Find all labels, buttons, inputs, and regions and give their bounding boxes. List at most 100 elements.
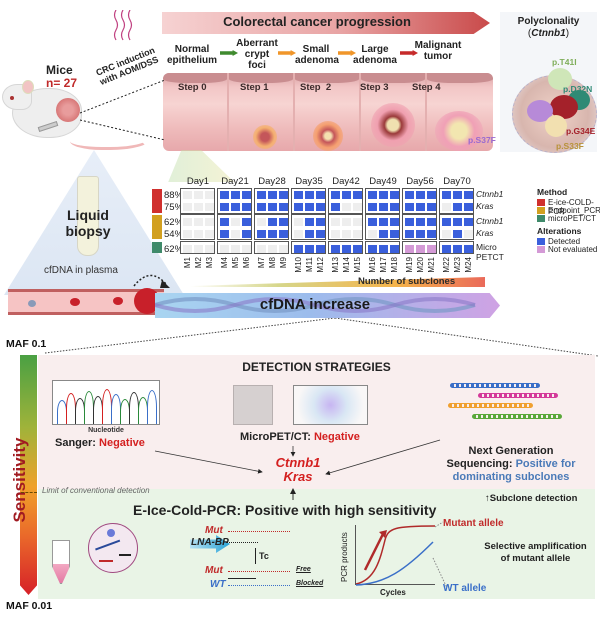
day-label: Day28 <box>258 176 286 187</box>
cell-empty <box>268 245 277 253</box>
mouse-id-label: M10 <box>294 257 303 273</box>
cell-empty <box>331 230 340 238</box>
cell-empty <box>242 245 251 253</box>
cell-detected <box>390 245 399 253</box>
mouse-id-label: M14 <box>342 257 351 273</box>
sensitivity-gradient-bar <box>20 355 37 595</box>
wt-strand <box>228 583 290 586</box>
detection-percent: 75% <box>164 202 184 213</box>
clone-s33f <box>545 115 567 137</box>
cell-detected <box>220 203 229 211</box>
method-swatch-endpoint <box>152 215 162 239</box>
cell-detected <box>294 245 303 253</box>
sensitivity-label: Sensitivity <box>10 437 29 523</box>
cell-detected <box>464 191 473 199</box>
cell-empty <box>205 230 214 238</box>
cell-empty <box>442 203 451 211</box>
legend-alteration-swatch <box>537 246 545 253</box>
selective-line-2: of mutant allele <box>500 553 571 564</box>
mouse-id-label: M2 <box>194 257 203 269</box>
mut-label-2: Mut <box>205 565 223 576</box>
target-gene-ctnnb1: Ctnnb1 <box>275 455 321 470</box>
mouse-id-label: M6 <box>242 257 251 269</box>
step-2-label: Step 2 <box>300 82 332 93</box>
clone-t41i <box>548 68 572 90</box>
cell-detected <box>379 203 388 211</box>
stage-arrow-1 <box>220 50 238 56</box>
detection-percent: 88% <box>164 190 184 201</box>
cell-detected <box>242 203 251 211</box>
zoom-dotted-lines <box>80 79 166 141</box>
stage-large-adenoma: Large adenoma <box>353 44 397 66</box>
cell-empty <box>279 245 288 253</box>
cell-detected <box>390 191 399 199</box>
cell-detected <box>220 218 229 226</box>
mouse-id-label: M12 <box>316 257 325 273</box>
cell-detected <box>379 230 388 238</box>
cell-empty <box>257 218 266 226</box>
cell-detected <box>368 203 377 211</box>
cell-empty <box>294 218 303 226</box>
cell-empty <box>183 218 192 226</box>
mutation-s37f: p.S37F <box>468 135 496 145</box>
detection-percent: 54% <box>164 229 184 240</box>
step-1-label: Step 1 <box>240 82 269 93</box>
polyclonality-gene: Ctnnb1 <box>531 28 566 39</box>
stage-small-adenoma: Small adenoma <box>295 44 339 66</box>
legend-alteration-label: Not evaluated <box>548 245 598 254</box>
stage-aberrant: Aberrant crypt foci <box>236 38 278 71</box>
mutation-t41i: p.T41I <box>552 57 577 67</box>
process-arrow-icon <box>190 535 230 553</box>
cell-not-evaluated <box>405 245 414 253</box>
selective-line-1: Selective amplification <box>484 541 587 552</box>
method-swatch-ice-cold <box>152 189 162 213</box>
cell-empty <box>194 191 203 199</box>
cell-detected <box>279 203 288 211</box>
micropet-image <box>293 385 368 425</box>
cell-detected <box>257 203 266 211</box>
day-label: Day21 <box>221 176 249 187</box>
mutant-curve <box>355 525 436 585</box>
cell-detected <box>257 191 266 199</box>
ngs-result-1: Positive for <box>515 458 576 470</box>
cell-empty <box>353 218 362 226</box>
polyclonality-gene-wrap: (Ctnnb1) <box>527 28 570 39</box>
cell-detected <box>316 230 325 238</box>
cfdna-increase-arrow <box>155 293 500 318</box>
cell-detected <box>453 191 462 199</box>
colon-illustration <box>163 73 493 151</box>
cell-detected <box>368 245 377 253</box>
cell-detected <box>231 203 240 211</box>
legend-method-label: E-ice-COLD-PCR <box>548 198 594 216</box>
cell-detected <box>294 203 303 211</box>
cell-detected <box>305 230 314 238</box>
subclones-label: Number of subclones <box>358 276 456 287</box>
mouse-id-label: M11 <box>305 257 314 272</box>
cell-detected <box>416 203 425 211</box>
cell-detected <box>379 218 388 226</box>
cell-detected <box>379 191 388 199</box>
cell-empty <box>342 218 351 226</box>
subclone-detection-note: ↑Subclone detection <box>485 493 578 504</box>
curved-arrow-icon <box>133 274 170 288</box>
zoom-dotted-lines-bottom <box>44 318 599 357</box>
cell-detected <box>390 230 399 238</box>
gene-label: PETCT <box>476 252 504 262</box>
cell-empty <box>294 230 303 238</box>
tc-label: Tc <box>259 551 269 561</box>
primer-zoom-circle <box>88 523 138 573</box>
mouse-id-label: M22 <box>442 257 451 273</box>
cell-detected <box>368 218 377 226</box>
detection-percent: 62% <box>164 244 184 255</box>
wt-curve <box>355 541 434 586</box>
step-4-label: Step 4 <box>412 82 441 93</box>
day-label: Day49 <box>369 176 397 187</box>
selective-amplification-label: Selective amplification of mutant allele <box>478 541 593 565</box>
cell-detected <box>331 203 340 211</box>
legend-method-label: microPET/CT <box>548 214 596 223</box>
mouse-id-label: M1 <box>183 257 192 269</box>
legend-method-swatch <box>537 215 545 222</box>
legend-alteration-label: Detected <box>548 237 581 246</box>
mouse-id-label: M9 <box>279 257 288 269</box>
cell-detected <box>427 230 436 238</box>
